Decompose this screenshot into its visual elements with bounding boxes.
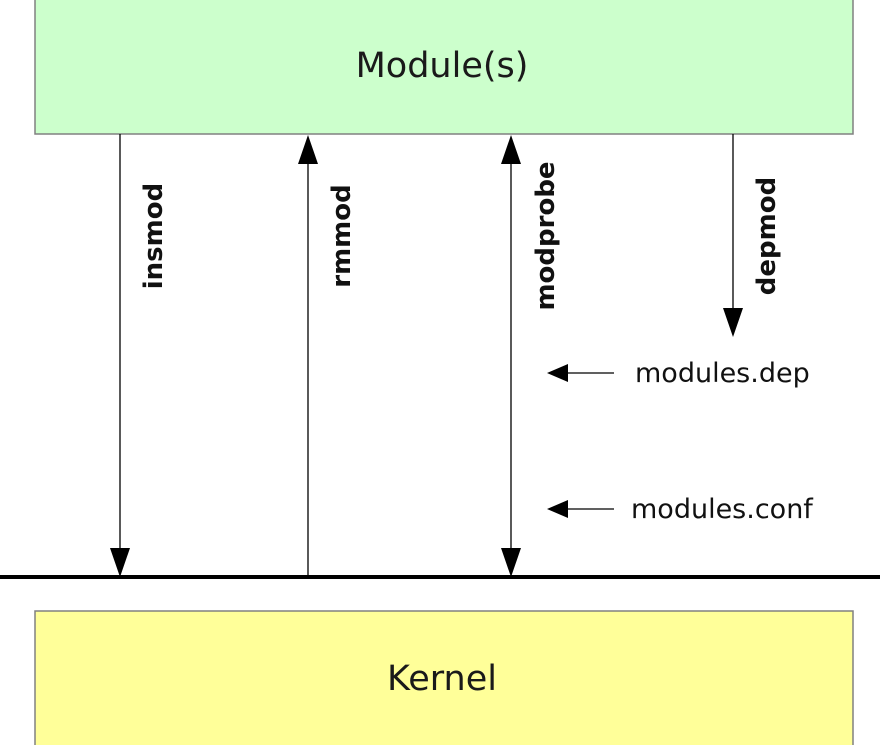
depmod-arrowhead (723, 308, 743, 337)
depmod-arrow (723, 134, 743, 337)
modules-dep-pointer (547, 364, 614, 382)
modules-dep-label: modules.dep (635, 358, 810, 389)
modules-conf-arrowhead (547, 500, 568, 518)
modules-conf-label: modules.conf (631, 494, 814, 525)
rmmod-arrow (298, 135, 318, 577)
modprobe-arrowhead-down (501, 548, 521, 577)
kernel-box (34, 610, 854, 745)
kernel-box-label: Kernel (387, 659, 497, 699)
modprobe-label: modprobe (531, 161, 561, 310)
rmmod-arrowhead (298, 135, 318, 164)
modules-box (34, 0, 854, 135)
modprobe-arrowhead-up (501, 135, 521, 164)
modules-dep-arrowhead (547, 364, 568, 382)
modules-conf-pointer (547, 500, 614, 518)
rmmod-label: rmmod (327, 184, 357, 287)
depmod-label: depmod (752, 177, 782, 295)
modprobe-arrow (501, 135, 521, 577)
insmod-arrow (110, 134, 130, 577)
modules-box-label: Module(s) (356, 46, 529, 86)
insmod-arrowhead (110, 548, 130, 577)
insmod-label: insmod (139, 183, 169, 289)
